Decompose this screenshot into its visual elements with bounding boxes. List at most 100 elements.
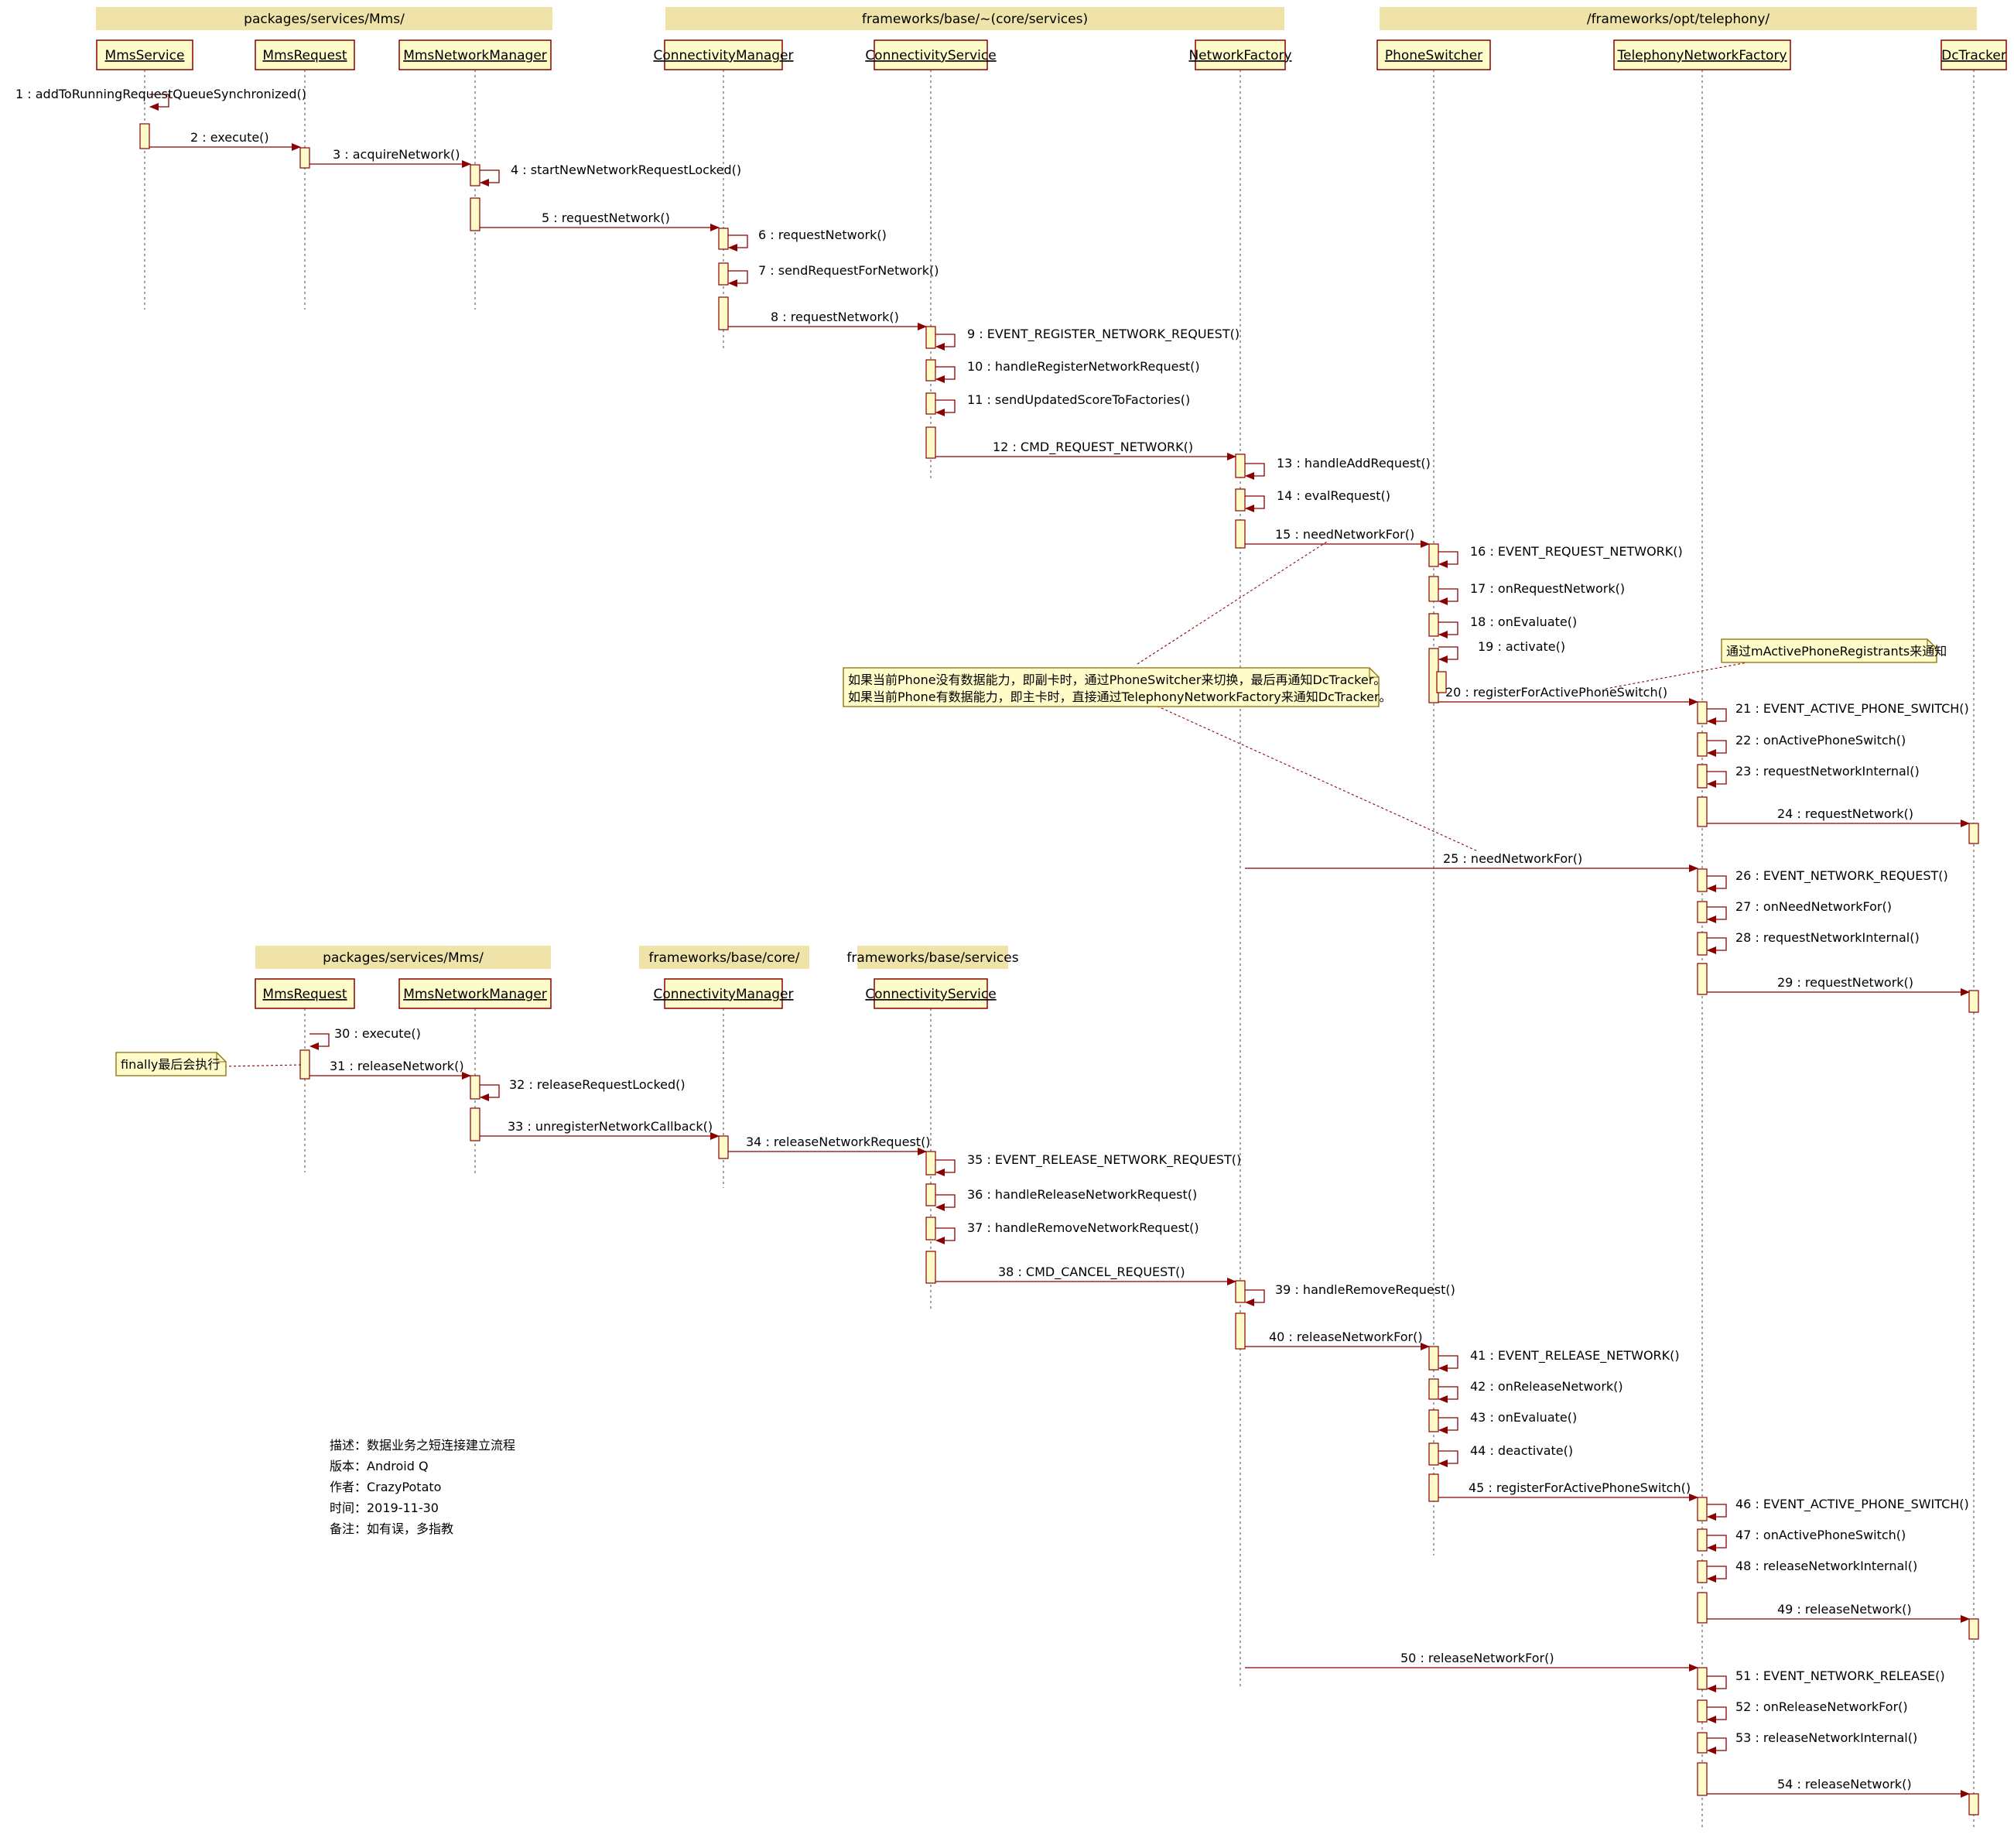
message-label: 19 : activate() [1478, 639, 1565, 654]
package-band: frameworks/base/~(core/services) [665, 7, 1284, 30]
message: 31 : releaseNetwork() [309, 1059, 471, 1080]
activation-bar [1968, 1793, 1979, 1815]
activation-bar [1428, 1409, 1439, 1432]
message: 54 : releaseNetwork() [1707, 1777, 1970, 1798]
lifeline-header-label: NetworkFactory [1188, 48, 1291, 63]
activation-bar [1428, 576, 1439, 602]
message: 14 : evalRequest() [1245, 488, 1390, 512]
message-label: 15 : needNetworkFor() [1275, 527, 1414, 542]
note-text-line: 通过mActivePhoneRegistrants来通知 [1726, 644, 1947, 659]
package-band: packages/services/Mms/ [96, 7, 552, 30]
message-label: 23 : requestNetworkInternal() [1735, 764, 1920, 779]
message: 36 : handleReleaseNetworkRequest() [935, 1187, 1197, 1211]
message: 22 : onActivePhoneSwitch() [1707, 733, 1906, 757]
activation-bar [299, 147, 310, 169]
lifeline-header-label: MmsNetworkManager [403, 48, 547, 63]
lifeline: MmsNetworkManager [398, 978, 552, 1176]
lifeline: NetworkFactory [1188, 39, 1292, 1687]
message-label: 27 : onNeedNetworkFor() [1735, 899, 1892, 914]
activation-bar [1428, 1442, 1439, 1466]
activation-bar [1697, 1560, 1708, 1583]
message-label: 49 : releaseNetwork() [1777, 1602, 1912, 1617]
message-label: 51 : EVENT_NETWORK_RELEASE() [1735, 1668, 1945, 1684]
package-band: frameworks/base/services [846, 946, 1019, 969]
activation-bar [1697, 963, 1708, 995]
lifeline-header-label: ConnectivityService [865, 48, 996, 63]
message-label: 31 : releaseNetwork() [330, 1059, 464, 1073]
message: 9 : EVENT_REGISTER_NETWORK_REQUEST() [935, 327, 1240, 351]
lifeline: PhoneSwitcher [1376, 39, 1491, 1555]
package-label: /frameworks/opt/telephony/ [1587, 12, 1770, 27]
activation-bar [1697, 764, 1708, 789]
activation-bar [718, 262, 729, 286]
activation-bar [925, 392, 936, 415]
message: 7 : sendRequestForNetwork() [728, 263, 939, 287]
activation-bar [1235, 519, 1246, 549]
message: 12 : CMD_REQUEST_NETWORK() [935, 440, 1236, 460]
message: 29 : requestNetwork() [1707, 975, 1970, 996]
lifeline-header-label: MmsNetworkManager [403, 987, 547, 1002]
message: 23 : requestNetworkInternal() [1707, 764, 1920, 788]
activation-bar [1428, 543, 1439, 567]
activation-bar [1697, 732, 1708, 757]
message-label: 9 : EVENT_REGISTER_NETWORK_REQUEST() [967, 327, 1240, 342]
note-text-line: 如果当前Phone有数据能力，即主卡时，直接通过TelephonyNetwork… [848, 690, 1392, 704]
message-label: 42 : onReleaseNetwork() [1470, 1379, 1623, 1394]
lifeline-header-label: ConnectivityManager [653, 48, 793, 63]
message: 37 : handleRemoveNetworkRequest() [935, 1220, 1199, 1244]
message-label: 46 : EVENT_ACTIVE_PHONE_SWITCH() [1735, 1497, 1969, 1512]
lifeline: DcTracker [1940, 39, 2007, 1830]
note-connector [1137, 541, 1328, 665]
activation-bar [1235, 1280, 1246, 1303]
activation-bar [925, 326, 936, 349]
message-label: 53 : releaseNetworkInternal() [1735, 1730, 1917, 1745]
message: 43 : onEvaluate() [1438, 1410, 1577, 1434]
note-connector [224, 1064, 302, 1067]
message-label: 24 : requestNetwork() [1777, 806, 1913, 821]
message-label: 1 : addToRunningRequestQueueSynchronized… [15, 87, 306, 101]
note-text-line: finally最后会执行 [121, 1057, 220, 1072]
activation-bar [1697, 868, 1708, 892]
message-label: 45 : registerForActivePhoneSwitch() [1469, 1480, 1691, 1495]
lifeline: ConnectivityService [865, 978, 997, 1312]
lifeline: ConnectivityManager [653, 39, 794, 348]
activation-bar [1428, 1346, 1439, 1371]
package-label: packages/services/Mms/ [323, 950, 484, 966]
message-label: 54 : releaseNetwork() [1777, 1777, 1912, 1792]
message: 25 : needNetworkFor() [1245, 851, 1698, 872]
message-label: 13 : handleAddRequest() [1277, 456, 1431, 471]
package-label: frameworks/base/~(core/services) [862, 12, 1088, 27]
lifeline-header-label: TelephonyNetworkFactory [1616, 48, 1787, 63]
activation-bar [925, 1183, 936, 1206]
message: 16 : EVENT_REQUEST_NETWORK() [1438, 544, 1683, 568]
lifeline-header-label: MmsRequest [262, 48, 347, 63]
activation-bar [718, 296, 729, 330]
message-label: 50 : releaseNetworkFor() [1400, 1651, 1554, 1665]
message-label: 7 : sendRequestForNetwork() [758, 263, 939, 278]
message-label: 12 : CMD_REQUEST_NETWORK() [993, 440, 1193, 455]
lifeline-header-label: MmsRequest [262, 987, 347, 1002]
message: 5 : requestNetwork() [480, 210, 720, 231]
activation-bar [1968, 823, 1979, 844]
activation-bar [1235, 453, 1246, 478]
lifeline-header-label: MmsService [105, 48, 185, 63]
message: 35 : EVENT_RELEASE_NETWORK_REQUEST() [935, 1152, 1241, 1176]
package-label: frameworks/base/core/ [649, 950, 800, 966]
message-label: 11 : sendUpdatedScoreToFactories() [967, 392, 1190, 407]
message-label: 33 : unregisterNetworkCallback() [508, 1119, 713, 1134]
message-label: 3 : acquireNetwork() [333, 147, 460, 162]
description-line: 描述：数据业务之短连接建立流程 [330, 1438, 515, 1453]
activation-bar [925, 1251, 936, 1284]
lifeline-header-label: ConnectivityManager [653, 987, 793, 1002]
message-label: 30 : execute() [334, 1026, 421, 1041]
message: 53 : releaseNetworkInternal() [1707, 1730, 1917, 1754]
message-label: 14 : evalRequest() [1277, 488, 1390, 503]
description-line: 备注：如有误，多指教 [330, 1521, 453, 1536]
message: 52 : onReleaseNetworkFor() [1707, 1699, 1908, 1723]
message: 32 : releaseRequestLocked() [480, 1077, 686, 1101]
message: 19 : activate() [1438, 639, 1565, 663]
message-label: 25 : needNetworkFor() [1443, 851, 1582, 866]
message: 50 : releaseNetworkFor() [1245, 1651, 1698, 1672]
activation-bar [718, 1135, 729, 1159]
activation-bar [1428, 1473, 1439, 1502]
